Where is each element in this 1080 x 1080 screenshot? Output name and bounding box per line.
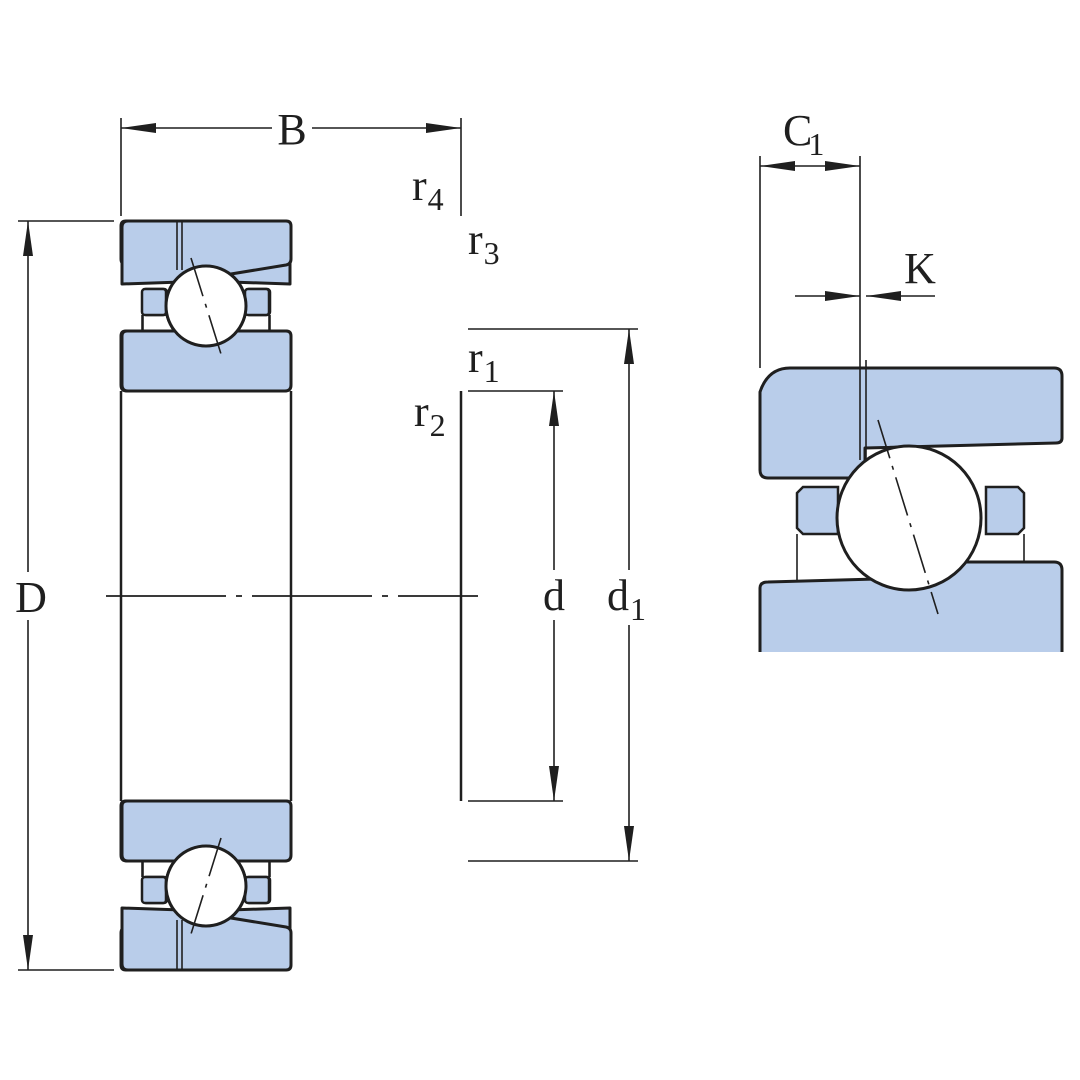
detail-view: C1 K [758,106,1064,658]
dimension-B: B [120,105,462,216]
label-C1: C1 [783,106,824,162]
label-B: B [277,105,306,154]
dimension-d1: d1 [468,328,646,862]
label-K: K [904,244,936,293]
detail-cage-left [795,485,840,536]
label-d1: d1 [607,571,646,627]
detail-outer-ring [758,366,1064,480]
label-r3: r3 [468,215,500,271]
label-r1: r1 [468,333,500,389]
bearing-cross-section [106,219,478,972]
dimension-D: D [15,220,114,971]
label-D: D [15,573,47,622]
detail-ball [835,444,983,592]
dimension-d: d [468,390,565,802]
label-d: d [543,571,565,620]
label-r4: r4 [412,161,444,217]
row2-top-quadrant [120,219,293,393]
detail-contact-line [877,419,939,615]
label-r2: r2 [414,387,446,443]
row2-bottom-quadrant [120,799,293,972]
detail-cage-right [984,485,1026,536]
